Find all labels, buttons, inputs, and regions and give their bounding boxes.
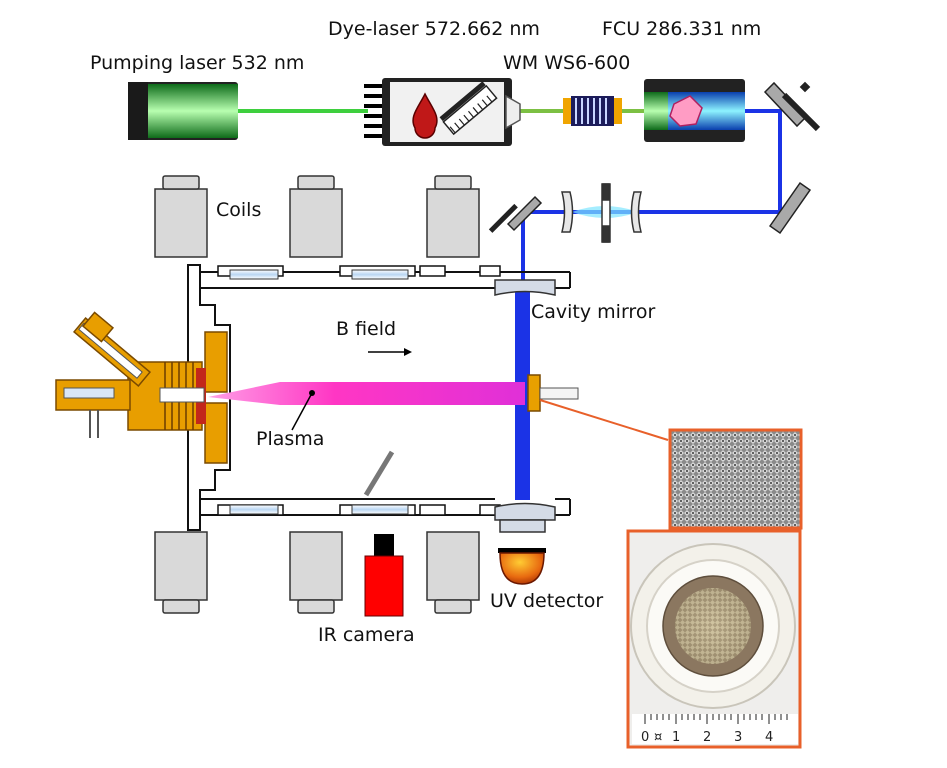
mirror-back-1 [781, 92, 821, 132]
view-windows [229, 269, 409, 515]
fcu-label: FCU 286.331 nm [602, 18, 762, 40]
uv-detector-icon [498, 548, 546, 585]
ruler-tick-3: 3 [734, 730, 742, 745]
mirror-icons [506, 81, 812, 235]
coils-label: Coils [216, 199, 262, 221]
dye-laser-icon [364, 78, 521, 146]
ruler-tick-4: 4 [765, 730, 773, 745]
pumping-laser-icon [128, 82, 238, 140]
plasma-beam [208, 382, 525, 405]
mesh-inset [668, 428, 803, 530]
b-field-label: B field [336, 318, 397, 340]
ruler-tick-1: 1 [672, 730, 680, 745]
cavity-mirror-label: Cavity mirror [531, 301, 656, 323]
ir-camera-icon [364, 534, 404, 617]
ruler-tick-blur: ¤ [654, 730, 662, 745]
ir-camera-label: IR camera [318, 624, 415, 646]
inset-leader-line [539, 399, 669, 441]
telescope-icon [561, 183, 642, 243]
plasma-pointer [291, 392, 313, 431]
plasma-label: Plasma [256, 428, 325, 450]
plasma-source-icon [55, 311, 228, 464]
cavity-mirror-icons [494, 279, 556, 533]
uv-detector-label: UV detector [490, 590, 604, 612]
mirror-back-3 [488, 203, 518, 233]
fcu-icon [644, 79, 745, 142]
ir-mirror [363, 450, 395, 497]
target-icon [527, 374, 579, 412]
ruler-tick-2: 2 [703, 730, 711, 745]
wavemeter-label: WM WS6-600 [503, 52, 631, 74]
wavemeter-icon [563, 96, 622, 126]
plasma-pointer-dot [309, 390, 315, 396]
dye-laser-label: Dye-laser 572.662 nm [328, 18, 540, 40]
ruler-tick-0: 0 [641, 730, 649, 745]
coil-icons [154, 175, 480, 614]
photo-inset: 0 ¤ 1 2 3 4 [626, 529, 802, 749]
pumping-laser-label: Pumping laser 532 nm [90, 52, 305, 74]
